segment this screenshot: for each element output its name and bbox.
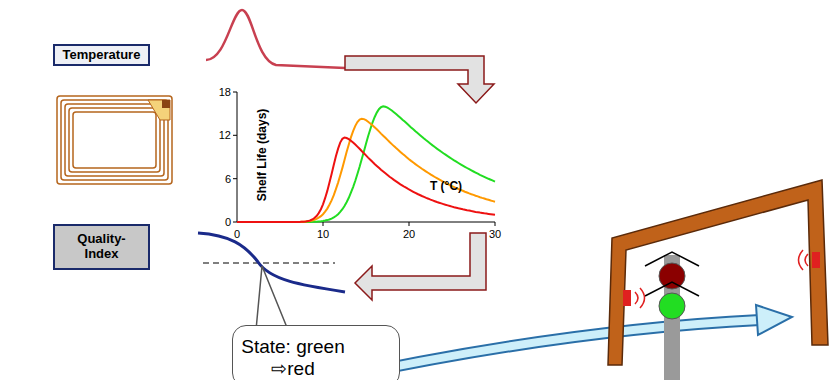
node-text: Temperature xyxy=(63,48,141,63)
index-box: Quality-Index xyxy=(53,224,150,270)
state-callout: State: green ⇨red xyxy=(232,325,400,380)
axis-title: T (°C) xyxy=(430,179,462,193)
tick-label: 0 xyxy=(225,216,231,228)
chart-axes xyxy=(233,92,495,226)
tick-label: 10 xyxy=(317,228,329,240)
threshold-line xyxy=(203,262,335,263)
axis-title: Shelf Life (days) xyxy=(255,109,269,202)
tick-label: 18 xyxy=(219,86,231,98)
tick-label: 0 xyxy=(234,228,240,240)
block-arrow xyxy=(345,56,494,103)
quality-curve xyxy=(198,233,345,292)
tick-label: 12 xyxy=(219,129,231,141)
callout-tail xyxy=(256,266,288,330)
shelf-life-curves xyxy=(237,106,495,222)
node-text: State: green ⇨red xyxy=(233,336,353,380)
traffic-light xyxy=(645,252,699,380)
tick-label: 6 xyxy=(225,173,231,185)
reader-gate xyxy=(608,180,828,365)
node-text: Quality-Index xyxy=(62,232,142,262)
tick-label: 20 xyxy=(403,228,415,240)
rfid-tag xyxy=(57,96,172,184)
temperature-curve xyxy=(206,10,345,68)
block-arrow xyxy=(355,233,486,300)
tick-label: 30 xyxy=(489,228,501,240)
sensor-box: Temperature xyxy=(53,44,150,66)
